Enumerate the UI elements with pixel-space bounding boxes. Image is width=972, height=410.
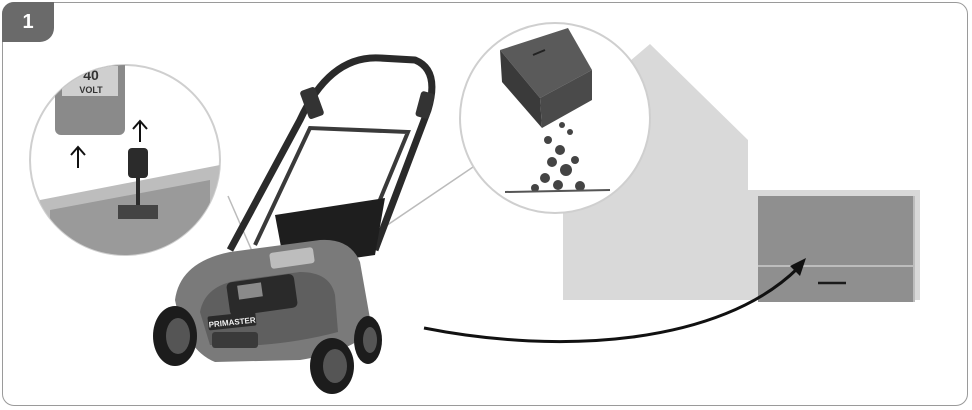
battery-detail-circle: 40 VOLT: [30, 60, 220, 260]
safety-key: [128, 148, 148, 178]
battery-unit-label: VOLT: [79, 85, 103, 95]
compost-bin: [758, 196, 914, 302]
battery-voltage-label: 40: [83, 67, 99, 83]
emptying-detail-circle: [460, 23, 650, 213]
